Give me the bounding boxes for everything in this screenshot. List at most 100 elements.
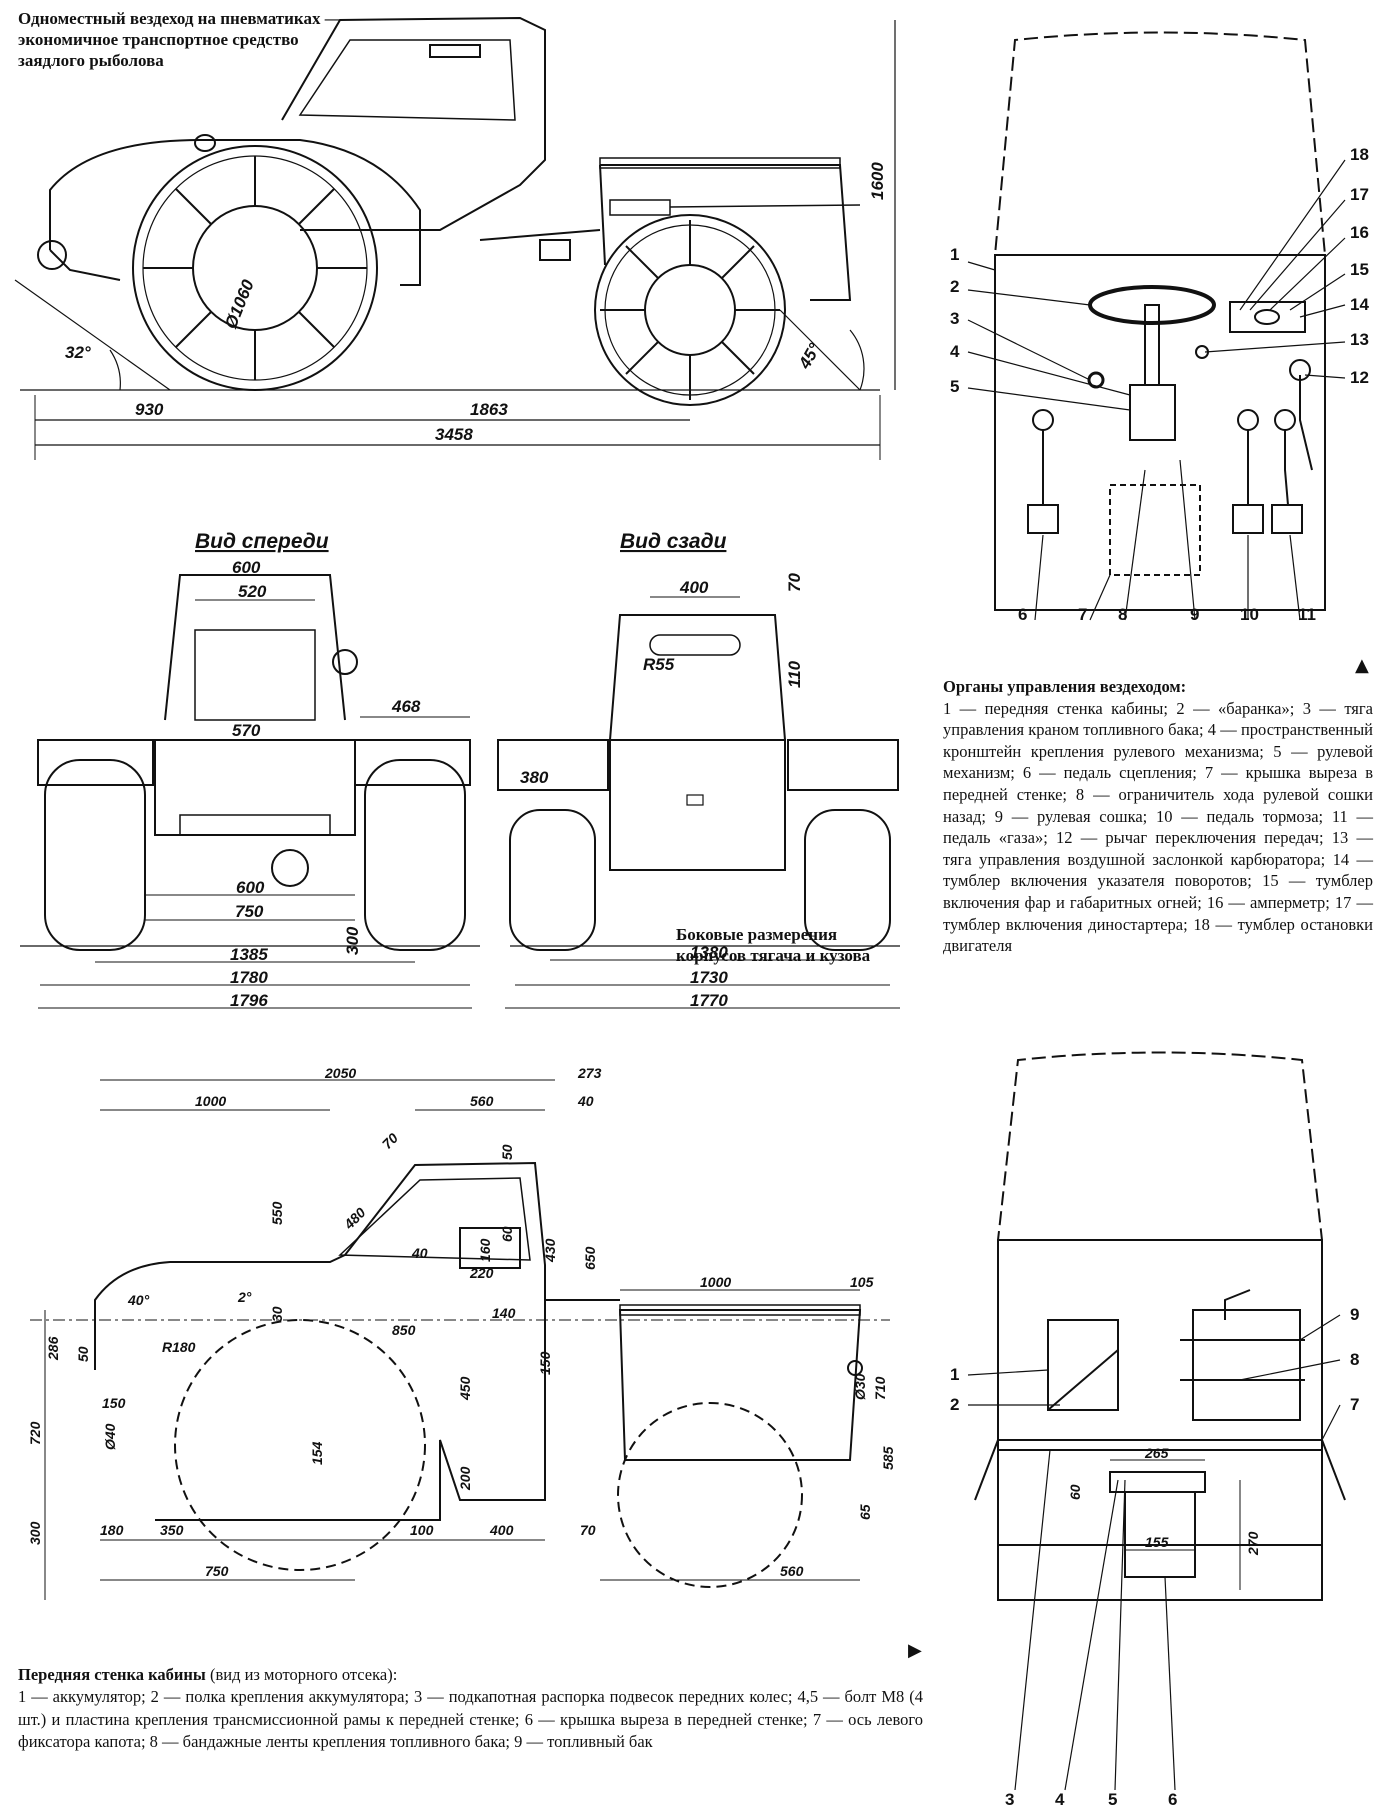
sd-d40: Ø40 [102,1423,118,1450]
controls-num-13: 13 [1350,330,1369,349]
sd-d30: Ø30 [852,1373,868,1400]
dim-wheel-diameter: Ø1060 [221,277,258,332]
sd-1000: 1000 [195,1093,226,1109]
leader-7 [1089,574,1111,621]
side-hood-front [49,249,121,281]
leader-5 [967,387,1131,411]
side-trailer-lid [599,157,841,169]
controls-num-7: 7 [1078,605,1087,624]
sd-150b: 150 [102,1395,126,1411]
controls-num-2: 2 [950,277,959,296]
side-cabin-vent [429,44,481,58]
front-wall-caption: Передняя стенка кабины (вид из моторного… [18,1664,923,1754]
switch-panel [1229,301,1306,333]
cutout-cover [1109,484,1201,576]
wall-front-panel [997,1239,1323,1546]
wall-leader-6 [1164,1576,1176,1791]
front-view-labels: Вид спереди 600 520 570 468 600 750 300 … [195,530,421,1010]
front-wall-drawing [967,1051,1346,1791]
tractor-body-outline [94,1161,546,1521]
rear-dim-label-1730: 1730 [690,968,728,987]
rear-left-fender [497,739,609,791]
rear-view-title: Вид сзади [620,530,727,553]
rear-dim-label-380: 380 [520,768,549,787]
front-dim-label-1780: 1780 [230,968,268,987]
main-title: Одноместный вездеход на пневматиках — эк… [18,9,342,70]
rear-dim-label-1770: 1770 [690,991,728,1010]
wall-lower-box [997,1449,1323,1601]
clutch-pedal [1027,504,1059,534]
sd-350: 350 [160,1522,184,1538]
gas-rod [1284,430,1289,506]
wall-num-7: 7 [1350,1395,1359,1414]
side-roof-lamp [194,134,216,152]
front-view-drawing [20,574,480,1009]
rear-dim-label-400: 400 [679,578,709,597]
sd-140: 140 [492,1305,516,1321]
front-windshield [194,629,316,721]
brake-pedal [1232,504,1264,534]
side-approach-arc [109,349,121,391]
side-hitch-bar [479,229,601,241]
clutch-pivot [1032,409,1054,431]
rear-view-labels: Вид сзади 400 70 110 R55 380 1380 1730 1… [520,530,804,1010]
wall-leader-8 [1239,1359,1341,1381]
front-grille [179,814,331,836]
sd-50b: 50 [75,1346,91,1362]
side-trailer-body [600,164,852,301]
wall-num-6: 6 [1168,1790,1177,1809]
front-left-fender [37,739,154,786]
controls-num-1: 1 [950,245,959,264]
wall-leader-4 [1064,1479,1119,1791]
wall-num-1: 1 [950,1365,959,1384]
dim-930: 930 [135,400,164,419]
side-view-drawing [14,16,896,460]
side-cabin-outline [281,16,546,231]
controls-num-5: 5 [950,377,959,396]
hood-latches [974,1439,1346,1501]
sd-450: 450 [457,1376,473,1401]
controls-num-4: 4 [950,342,960,361]
sd-160: 160 [477,1238,493,1262]
wall-num-5: 5 [1108,1790,1117,1809]
sd-r180: R180 [162,1339,196,1355]
sd-2deg: 2° [237,1289,252,1305]
side-departure-arc [849,329,865,391]
rear-right-fender [787,739,899,791]
sd-65: 65 [857,1504,873,1520]
rear-window [649,634,741,656]
sd-150a: 150 [537,1351,553,1375]
leader-6 [1034,534,1044,621]
side-hitch-box [539,239,571,261]
front-body [154,739,356,836]
sd-60: 60 [499,1226,515,1242]
side-rear-wheel [594,214,786,406]
controls-legend-body: 1 — передняя стенка кабины; 2 — «баранка… [943,698,1373,956]
sd-105: 105 [850,1274,874,1290]
sd-1000b: 1000 [700,1274,731,1290]
rear-cabin-outline [609,614,786,741]
sd-850: 850 [392,1322,416,1338]
steering-gear [1129,384,1176,441]
front-wall-caption-title: Передняя стенка кабины [18,1665,206,1684]
controls-legend-title: Органы управления вездеходом: [943,677,1187,696]
side-trailer-front-edge [599,164,606,266]
front-dim-label-750: 750 [235,902,264,921]
wall-num-4: 4 [1055,1790,1065,1809]
dim-3458: 3458 [435,425,473,444]
sd-300: 300 [27,1521,43,1545]
side-headlight [37,240,67,270]
leader-1 [967,261,996,271]
controls-num-17: 17 [1350,185,1369,204]
rear-body [609,739,786,871]
fuel-tank [1192,1309,1301,1421]
sd-560: 560 [470,1093,494,1109]
rear-right-tire [804,809,891,951]
tractor-vent-window [459,1227,521,1269]
controls-front-wall [994,254,1326,611]
front-dim-label-600b: 600 [236,878,265,897]
wall-num-2: 2 [950,1395,959,1414]
gas-pedal [1271,504,1303,534]
wall-cabin-outline [997,1051,1323,1545]
